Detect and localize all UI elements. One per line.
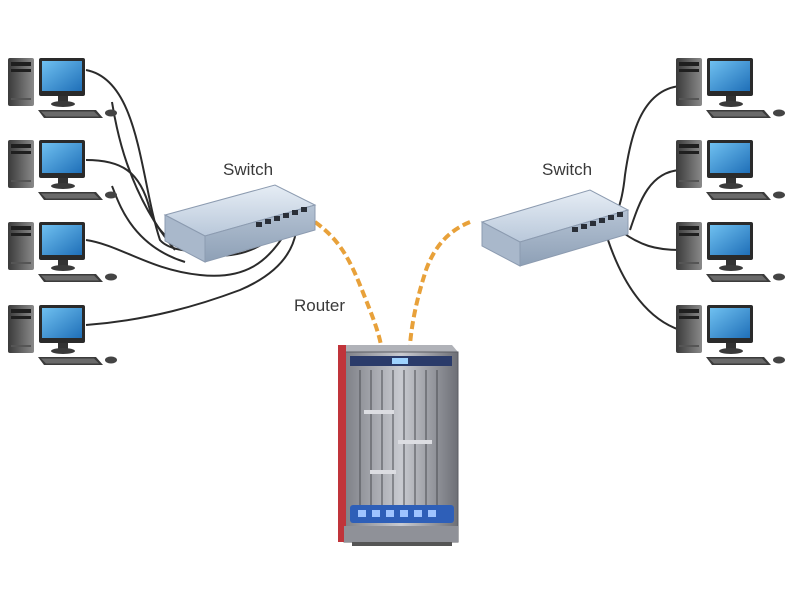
cable xyxy=(629,169,681,231)
computer-icon xyxy=(8,305,117,365)
switch-left-label: Switch xyxy=(223,160,274,179)
computer-icon xyxy=(676,305,785,365)
router-icon xyxy=(338,345,459,546)
router-links xyxy=(313,220,471,346)
cable xyxy=(607,239,681,331)
switch-right-icon xyxy=(480,189,630,267)
computer-icon xyxy=(676,140,785,200)
cable xyxy=(85,231,297,326)
computer-icon xyxy=(676,58,785,118)
right-computers xyxy=(676,58,785,365)
computer-icon xyxy=(8,140,117,200)
switch-left-icon xyxy=(163,184,317,263)
cable xyxy=(621,231,681,251)
switch-right-label: Switch xyxy=(542,160,593,179)
cable xyxy=(111,185,186,263)
cable xyxy=(85,231,287,277)
fiber-link-right xyxy=(408,220,471,346)
computer-icon xyxy=(8,222,117,282)
left-computers xyxy=(8,58,117,365)
computer-icon xyxy=(676,222,785,282)
fiber-link-left xyxy=(313,220,383,346)
computer-icon xyxy=(8,58,117,118)
router-label: Router xyxy=(294,296,346,315)
